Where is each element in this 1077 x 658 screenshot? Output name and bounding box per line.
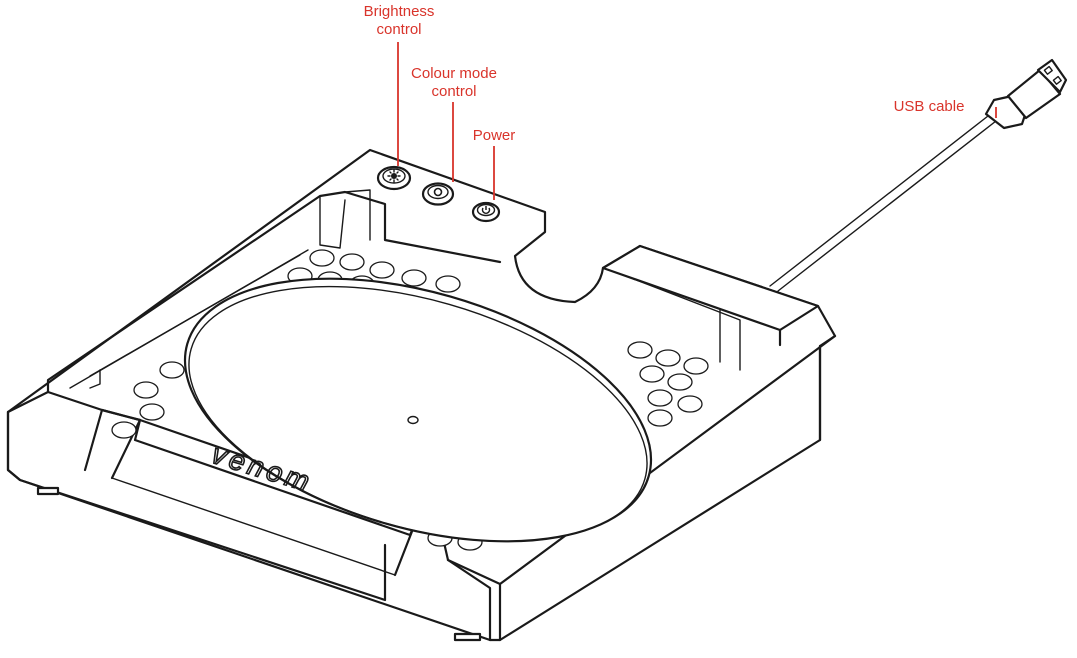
charging-pad — [183, 277, 653, 543]
power-icon — [481, 206, 491, 215]
brightness-button[interactable] — [376, 165, 412, 191]
brightness-label-line2: control — [376, 21, 421, 38]
colour-mode-button[interactable] — [421, 182, 455, 206]
colour-mode-icon — [433, 187, 443, 197]
colour-mode-label-line1: Colour mode — [411, 65, 497, 82]
usb-cable-label: USB cable — [894, 98, 965, 115]
colour-mode-label-line2: control — [431, 83, 476, 100]
usb-plug-icon — [984, 58, 1068, 130]
callout-leaders — [397, 42, 997, 200]
callout-labels: Brightness control Colour mode control P… — [364, 3, 965, 144]
power-button[interactable] — [471, 201, 501, 223]
power-label: Power — [473, 127, 516, 144]
brightness-sun-icon — [387, 169, 401, 183]
brightness-label-line1: Brightness — [364, 3, 435, 20]
usb-cable — [769, 58, 1068, 292]
